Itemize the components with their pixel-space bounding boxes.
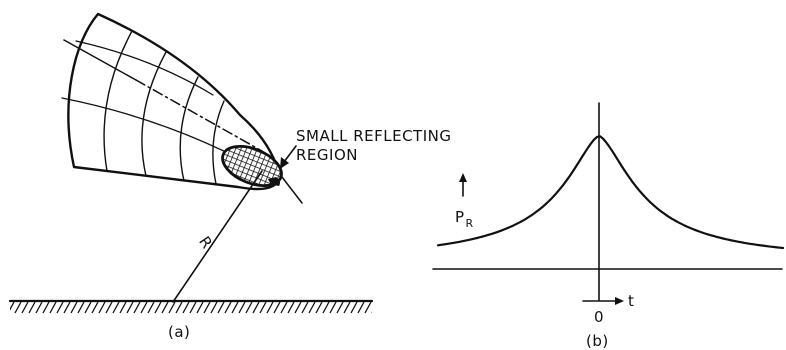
ground-hatch-mark	[63, 301, 71, 314]
ground-hatch-mark	[343, 301, 351, 314]
region-label-line2: REGION	[296, 146, 358, 164]
echo-power-curve	[436, 135, 785, 250]
region-label-arrow	[280, 145, 297, 169]
ground-hatch-mark	[70, 301, 78, 314]
ground-hatch-mark	[161, 301, 169, 314]
y-axis-label: PR	[455, 208, 474, 230]
ground-hatch-mark	[112, 301, 120, 314]
ground-hatch-mark	[91, 301, 99, 314]
ground-hatch-mark	[259, 301, 267, 314]
range-line	[172, 170, 263, 303]
panel-b-graph: PR t 0 (b)	[432, 102, 785, 350]
ground-hatch-mark	[371, 311, 372, 313]
ground-hatch-mark	[266, 301, 274, 314]
ground-hatch-mark	[308, 301, 316, 314]
y-axis-label-subscript: R	[466, 217, 474, 230]
ground-hatch-mark	[245, 301, 253, 314]
panel-a-diagram: SMALL REFLECTING REGION R (a)	[8, 12, 451, 341]
region-label-line1: SMALL REFLECTING	[296, 127, 451, 145]
ground-hatch-mark	[238, 301, 246, 314]
range-label: R	[195, 233, 216, 252]
ground-hatch-mark	[42, 301, 50, 314]
ground-hatch-mark	[301, 301, 309, 314]
ground-hatch-mark	[287, 301, 295, 314]
ground-hatch-mark	[126, 301, 134, 314]
ground-hatch-mark	[329, 301, 337, 314]
ground-hatch-mark	[84, 301, 92, 314]
ground-hatch-mark	[133, 301, 141, 314]
ground-hatch-mark	[224, 301, 232, 314]
ground-hatch-mark	[14, 301, 22, 314]
ground-hatch-mark	[140, 301, 148, 314]
ground-hatch-mark	[182, 301, 190, 314]
ground-hatch-mark	[203, 301, 211, 314]
ground-hatch-mark	[189, 301, 197, 314]
ground-hatch-mark	[168, 301, 176, 314]
y-axis-arrow	[459, 173, 467, 197]
ground-hatch-mark	[315, 301, 323, 314]
ground-hatch-mark	[280, 301, 288, 314]
ground-hatch-mark	[119, 301, 127, 314]
ground-hatch-mark	[252, 301, 260, 314]
ground-hatch-mark	[231, 301, 239, 314]
time-axis-label: t	[628, 292, 634, 310]
ground-hatch-mark	[154, 301, 162, 314]
ground-hatch-mark	[357, 301, 365, 314]
panel-b-caption: (b)	[586, 332, 609, 350]
ground-hatch-mark	[294, 301, 302, 314]
ground-hatch-mark	[10, 301, 15, 311]
ground-hatch-mark	[105, 301, 113, 314]
ground-hatch-mark	[28, 301, 36, 314]
ground-hatch-mark	[98, 301, 106, 314]
time-axis-arrow	[582, 297, 624, 305]
ground-hatch-mark	[147, 301, 155, 314]
panel-a-caption: (a)	[168, 323, 190, 341]
ground-hatch-mark	[77, 301, 85, 314]
ground-hatch-mark	[350, 301, 358, 314]
ground-hatch-mark	[273, 301, 281, 314]
ground-hatch-mark	[196, 301, 204, 314]
reflecting-region	[221, 145, 283, 187]
ground-hatch-mark	[217, 301, 225, 314]
ground-hatch-mark	[210, 301, 218, 314]
ground-hatch-mark	[21, 301, 29, 314]
ground-hatch-mark	[49, 301, 57, 314]
ground-hatch-mark	[336, 301, 344, 314]
ground-hatch-mark	[175, 301, 183, 314]
ground-hatch-mark	[35, 301, 43, 314]
ground-hatch-mark	[364, 301, 372, 314]
ground-hatch-mark	[322, 301, 330, 314]
origin-label: 0	[594, 308, 604, 326]
ground-hatch-mark	[56, 301, 64, 314]
y-axis-label-main: P	[455, 208, 465, 226]
ground-surface	[8, 299, 374, 314]
